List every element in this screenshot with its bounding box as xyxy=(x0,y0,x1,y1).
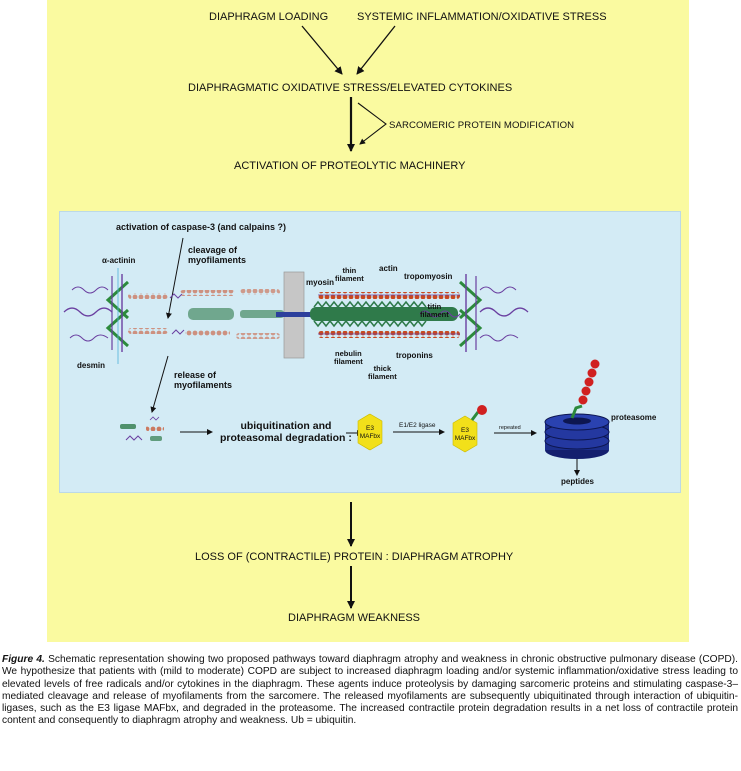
e3-ligase-hexagon-b xyxy=(452,405,487,453)
diaphragm-weakness-label: DIAPHRAGM WEAKNESS xyxy=(288,612,421,624)
titin-wave xyxy=(419,310,461,318)
proteasome-label: proteasome xyxy=(611,413,657,422)
desmin-left-3 xyxy=(69,334,109,342)
thin-filament-label: thin filament xyxy=(335,266,364,283)
e1e2-ligase-label: E1/E2 ligase xyxy=(399,422,436,429)
released-fragments xyxy=(120,416,164,441)
tropomyosin-label: tropomyosin xyxy=(404,272,453,281)
thick-filament-left xyxy=(188,308,284,320)
oxidative-stress-label: DIAPHRAGMATIC OXIDATIVE STRESS/ELEVATED … xyxy=(188,82,513,94)
figure-label: Figure 4. xyxy=(2,654,45,665)
release-label: release of myofilaments xyxy=(174,370,233,390)
z-disc-left xyxy=(105,268,130,364)
ubiquitination-label: ubiquitination and proteasomal degradati… xyxy=(220,420,352,444)
actin-label: actin xyxy=(379,264,398,273)
thick-filament-core xyxy=(276,312,312,317)
desmin-right xyxy=(479,307,529,317)
desmin-left-2 xyxy=(71,286,109,294)
cleavage-label: cleavage of myofilaments xyxy=(188,245,247,265)
nebulin-filament-label: nebulin filament xyxy=(334,349,363,366)
e3-mafbx-label-a: E3 MAFbx xyxy=(359,425,381,440)
e3-ligase-hexagon-a xyxy=(357,413,383,451)
e3-mafbx-label-b: E3 MAFbx xyxy=(454,427,476,442)
sarcomeric-modification-label: SARCOMERIC PROTEIN MODIFICATION xyxy=(389,120,575,131)
desmin-left xyxy=(63,307,113,317)
arrow-cleavage xyxy=(165,237,184,319)
troponins-label: troponins xyxy=(396,351,433,360)
proteasome-barrel xyxy=(544,359,610,459)
myosin-label: myosin xyxy=(306,278,335,287)
repeated-label: repeated xyxy=(499,425,521,431)
sarcomere-illustration xyxy=(63,268,529,364)
desmin-right-2 xyxy=(479,286,517,294)
thick-filament-right xyxy=(310,300,458,328)
thin-filaments-left xyxy=(128,289,280,339)
peptides-label: peptides xyxy=(561,477,594,486)
desmin-right-3 xyxy=(479,334,519,342)
arrow-inflammation xyxy=(356,25,396,75)
thin-filaments-right xyxy=(318,292,460,338)
titin-filament-label: titin filament xyxy=(420,302,449,319)
diaphragm-loading-label: DIAPHRAGM LOADING xyxy=(209,11,329,23)
z-disc-right xyxy=(458,274,483,352)
arrow-modification-loop xyxy=(357,102,387,145)
caspase-label: activation of caspase-3 (and calpains ?) xyxy=(116,222,287,232)
desmin-label: desmin xyxy=(77,361,106,370)
thick-filament-label: thick filament xyxy=(368,364,397,381)
protein-loss-label: LOSS OF (CONTRACTILE) PROTEIN : DIAPHRAG… xyxy=(195,551,514,563)
arrow-loading xyxy=(301,25,343,75)
systemic-inflammation-label: SYSTEMIC INFLAMMATION/OXIDATIVE STRESS xyxy=(357,11,607,23)
arrow-release xyxy=(150,355,169,413)
alpha-actinin-label: α-actinin xyxy=(102,256,136,265)
figure-caption: Figure 4. Schematic representation showi… xyxy=(2,654,738,728)
caption-text: Schematic representation showing two pro… xyxy=(2,654,738,727)
proteolytic-activation-label: ACTIVATION OF PROTEOLYTIC MACHINERY xyxy=(234,160,466,172)
